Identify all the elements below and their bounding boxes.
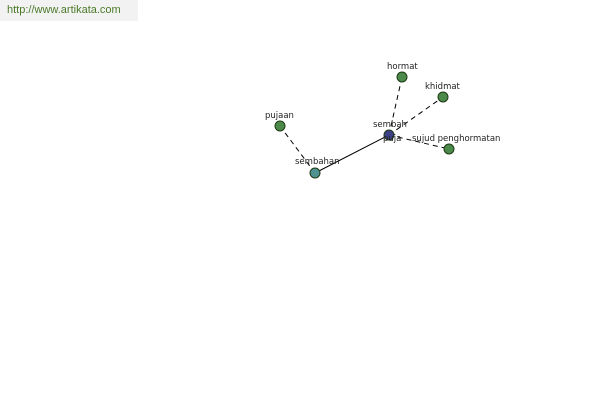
node-sembahan-marker[interactable] — [309, 167, 321, 179]
node-sujud-penghormatan-label: sujud penghormatan — [412, 134, 500, 144]
graph-node-sujud-penghormatan[interactable]: sujud penghormatan — [412, 134, 500, 155]
graph-node-sembah[interactable]: sembah — [373, 120, 407, 141]
node-sembah-label: sembah — [373, 120, 407, 130]
watermark-url: http://www.artikata.com — [0, 0, 138, 21]
node-hormat-label: hormat — [387, 62, 418, 72]
edge-sembah-sujud — [388, 134, 450, 150]
node-pujaan-label: pujaan — [265, 111, 294, 121]
graph-node-pujaan[interactable]: pujaan — [265, 111, 294, 132]
node-puja-label: puja — [383, 134, 401, 144]
node-sembahan-label: sembahan — [295, 157, 340, 167]
graph-node-khidmat[interactable]: khidmat — [425, 82, 461, 103]
node-khidmat-marker[interactable] — [437, 91, 449, 103]
node-sembah-marker[interactable] — [383, 129, 395, 141]
node-pujaan-marker[interactable] — [274, 120, 286, 132]
graph-node-puja[interactable]: puja — [383, 134, 401, 144]
node-sujud-penghormatan-marker[interactable] — [443, 143, 455, 155]
edge-sembahan-pujaan — [279, 125, 316, 174]
graph-node-sembahan[interactable]: sembahan — [295, 157, 340, 179]
graph-edges — [279, 76, 450, 174]
edge-sembah-khidmat — [388, 96, 444, 136]
graph-node-hormat[interactable]: hormat — [387, 62, 418, 83]
edge-sembah-hormat — [388, 76, 403, 136]
node-khidmat-label: khidmat — [425, 82, 461, 92]
edge-sembah-sembahan — [314, 134, 390, 174]
node-hormat-marker[interactable] — [396, 71, 408, 83]
